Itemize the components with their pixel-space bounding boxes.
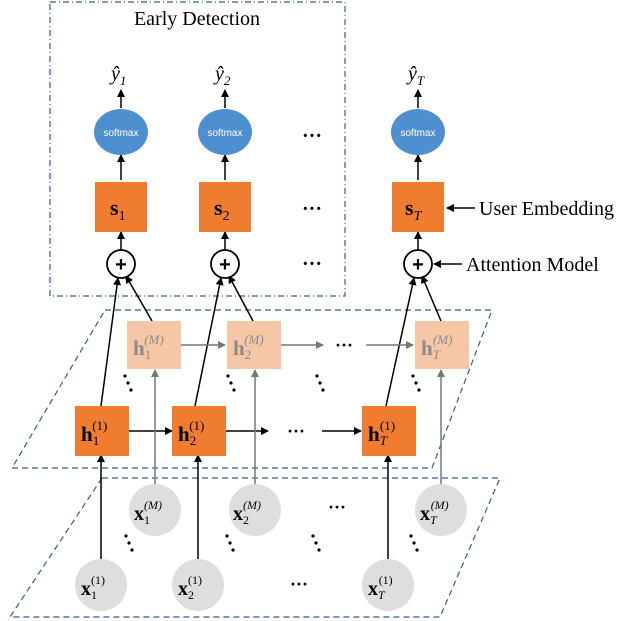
h-bottom-label-1: h1(1) (81, 418, 107, 448)
input-layer-top: x1(M) x2(M) xT(M) ··· (129, 484, 467, 536)
x-top-node-2 (229, 484, 281, 536)
x-top-label-1: x1(M) (134, 498, 162, 527)
input-layer-bottom: x1(1) x2(1) xT(1) ··· (75, 559, 414, 611)
h-top-node-1 (127, 321, 181, 369)
output-arrows (97, 89, 475, 560)
ellipsis-plus: ··· (302, 253, 322, 275)
x-top-label-2: x2(M) (233, 498, 261, 527)
softmax-label-2: softmax (207, 128, 242, 139)
x-top-node-1 (129, 484, 181, 536)
s-layer: s1 s2 sT ··· User Embedding (95, 182, 614, 232)
top-layer-arrows (151, 341, 445, 485)
softmax-node-1 (94, 109, 148, 155)
ellipsis-softmax: ··· (302, 125, 322, 147)
x-bottom-label-2: x2(1) (178, 573, 202, 602)
x-bottom-node-1 (75, 559, 127, 611)
x-bottom-label-T: xT(1) (368, 573, 393, 602)
x-bottom-node-T (362, 559, 414, 611)
plus-symbol-2: + (219, 254, 231, 276)
x-top-label-T: xT(M) (420, 498, 449, 527)
ellipsis-s: ··· (302, 198, 322, 220)
h-bottom-node-T (362, 406, 416, 456)
attention-model-label: Attention Model (466, 254, 599, 276)
softmax-layer: softmax softmax softmax ··· (94, 109, 445, 155)
attention-layer: + + + ··· Attention Model (106, 249, 599, 279)
softmax-node-2 (198, 109, 252, 155)
ellipsis-h-bottom: ··· (287, 421, 305, 441)
softmax-label-T: softmax (400, 128, 435, 139)
output-y-1: ŷ1 (109, 63, 126, 88)
h-top-node-T (415, 321, 469, 369)
s-node-T (392, 182, 444, 232)
user-embedding-label: User Embedding (479, 198, 614, 220)
softmax-node-T (391, 109, 445, 155)
vertical-ellipses (123, 374, 421, 552)
plus-node-T (403, 249, 433, 279)
s-node-2 (199, 182, 251, 232)
output-y-T: ŷT (406, 63, 425, 88)
early-detection-frame (49, 1, 346, 297)
hidden-layer-bottom: h1(1) h2(1) hT(1) ··· (75, 406, 416, 456)
h-bottom-node-2 (172, 406, 226, 456)
s-label-2: s2 (214, 195, 230, 224)
output-y-2: ŷ2 (213, 63, 231, 88)
h-top-label-T: hT(M) (421, 332, 452, 362)
s-node-1 (95, 182, 147, 232)
ellipsis-h-top: ··· (335, 335, 353, 355)
input-layer-plane (8, 477, 501, 618)
h-bottom-label-T: hT(1) (368, 418, 395, 448)
plus-symbol-T: + (412, 254, 424, 276)
early-detection-title: Early Detection (134, 8, 260, 30)
hidden-layer-top: h1(M) h2(M) hT(M) ··· (127, 321, 469, 369)
plus-node-2 (210, 249, 240, 279)
h-top-label-2: h2(M) (233, 332, 264, 362)
x-bottom-label-1: x1(1) (81, 573, 105, 602)
plus-node-1 (106, 249, 136, 279)
plus-symbol-1: + (115, 254, 127, 276)
x-top-node-T (415, 484, 467, 536)
s-label-T: sT (405, 195, 423, 224)
x-bottom-node-2 (172, 559, 224, 611)
ellipsis-x-bottom: ··· (290, 574, 308, 594)
s-label-1: s1 (110, 195, 126, 224)
ellipsis-x-top: ··· (328, 497, 346, 517)
h-bottom-label-2: h2(1) (178, 418, 204, 448)
softmax-label-1: softmax (103, 128, 138, 139)
h-top-label-1: h1(M) (133, 332, 164, 362)
h-top-node-2 (227, 321, 281, 369)
outputs: ŷ1 ŷ2 ŷT (109, 63, 425, 88)
h-bottom-node-1 (75, 406, 129, 456)
